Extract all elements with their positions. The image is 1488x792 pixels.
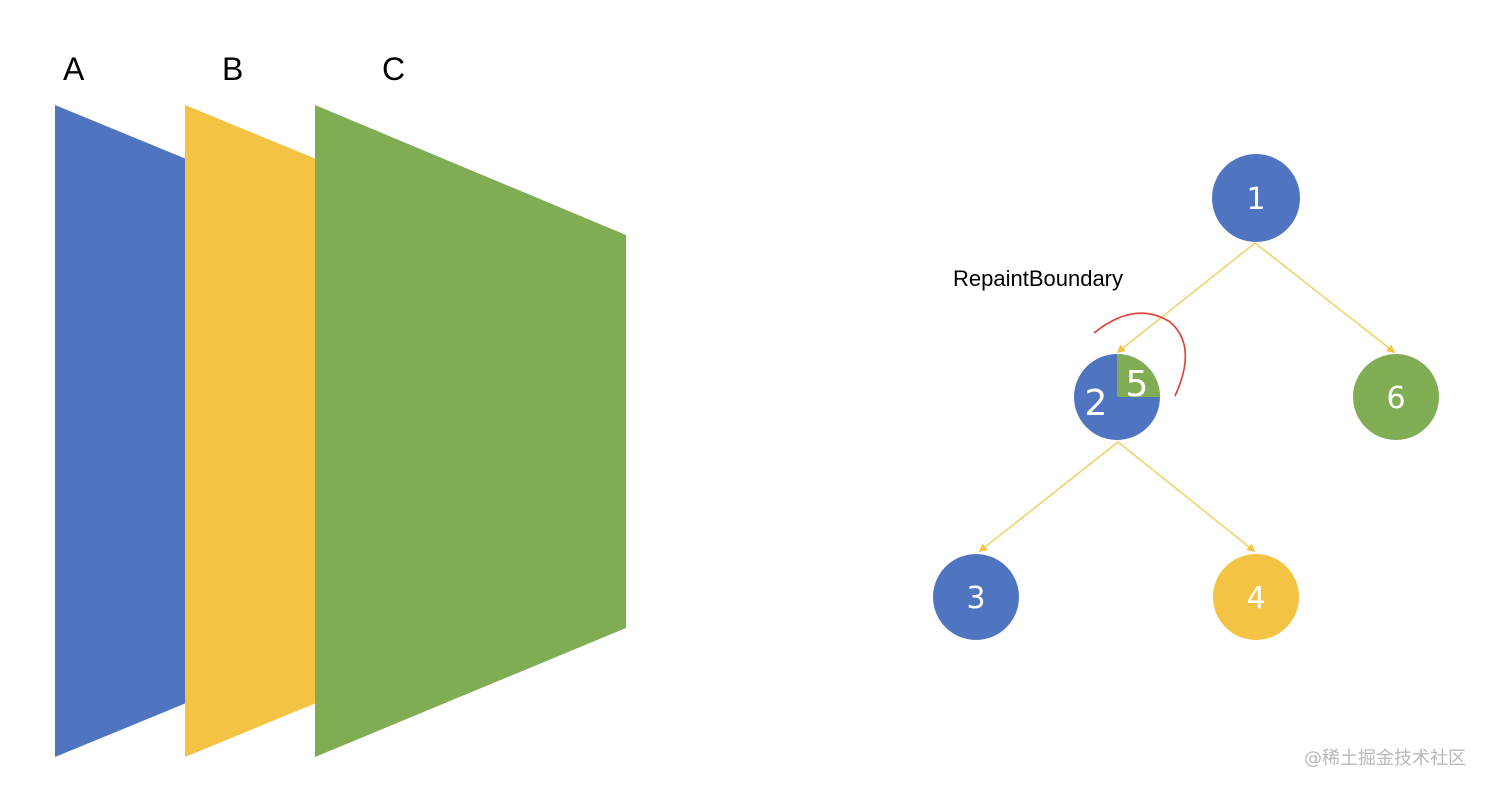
node-2-label: 2 bbox=[1085, 383, 1108, 424]
tree-edges bbox=[978, 242, 1396, 553]
repaint-boundary-label: RepaintBoundary bbox=[953, 266, 1123, 291]
node-5-label: 5 bbox=[1126, 364, 1149, 405]
node-6-circle bbox=[1353, 354, 1439, 440]
repaint-boundary-arc bbox=[1093, 312, 1187, 397]
node-4-label: 4 bbox=[1246, 581, 1265, 616]
layer-stack: A B C bbox=[55, 51, 626, 757]
tree-node-4: 4 bbox=[1213, 554, 1299, 640]
layer-a-label: A bbox=[63, 51, 85, 87]
tree-node-2: 2 5 bbox=[1074, 354, 1160, 440]
node-3-circle bbox=[933, 554, 1019, 640]
node-6-label: 6 bbox=[1386, 381, 1405, 416]
edge-2-3 bbox=[978, 441, 1119, 553]
node-5-quadrant bbox=[1117, 354, 1160, 397]
watermark-text: @稀土掘金技术社区 bbox=[1304, 748, 1466, 769]
tree-nodes: 1 2 5 6 3 4 bbox=[933, 154, 1439, 640]
edge-1-6 bbox=[1254, 242, 1396, 354]
node-1-label: 1 bbox=[1246, 182, 1265, 217]
node-4-circle bbox=[1213, 554, 1299, 640]
node-1-circle bbox=[1212, 154, 1300, 242]
tree-node-3: 3 bbox=[933, 554, 1019, 640]
node-3-label: 3 bbox=[966, 581, 985, 616]
layer-c-label: C bbox=[382, 51, 405, 87]
layer-b-label: B bbox=[222, 51, 243, 87]
tree-node-1: 1 bbox=[1212, 154, 1300, 242]
edge-1-2 bbox=[1116, 242, 1256, 354]
layer-c-panel bbox=[315, 105, 626, 757]
edge-2-4 bbox=[1117, 441, 1256, 553]
tree-node-6: 6 bbox=[1353, 354, 1439, 440]
